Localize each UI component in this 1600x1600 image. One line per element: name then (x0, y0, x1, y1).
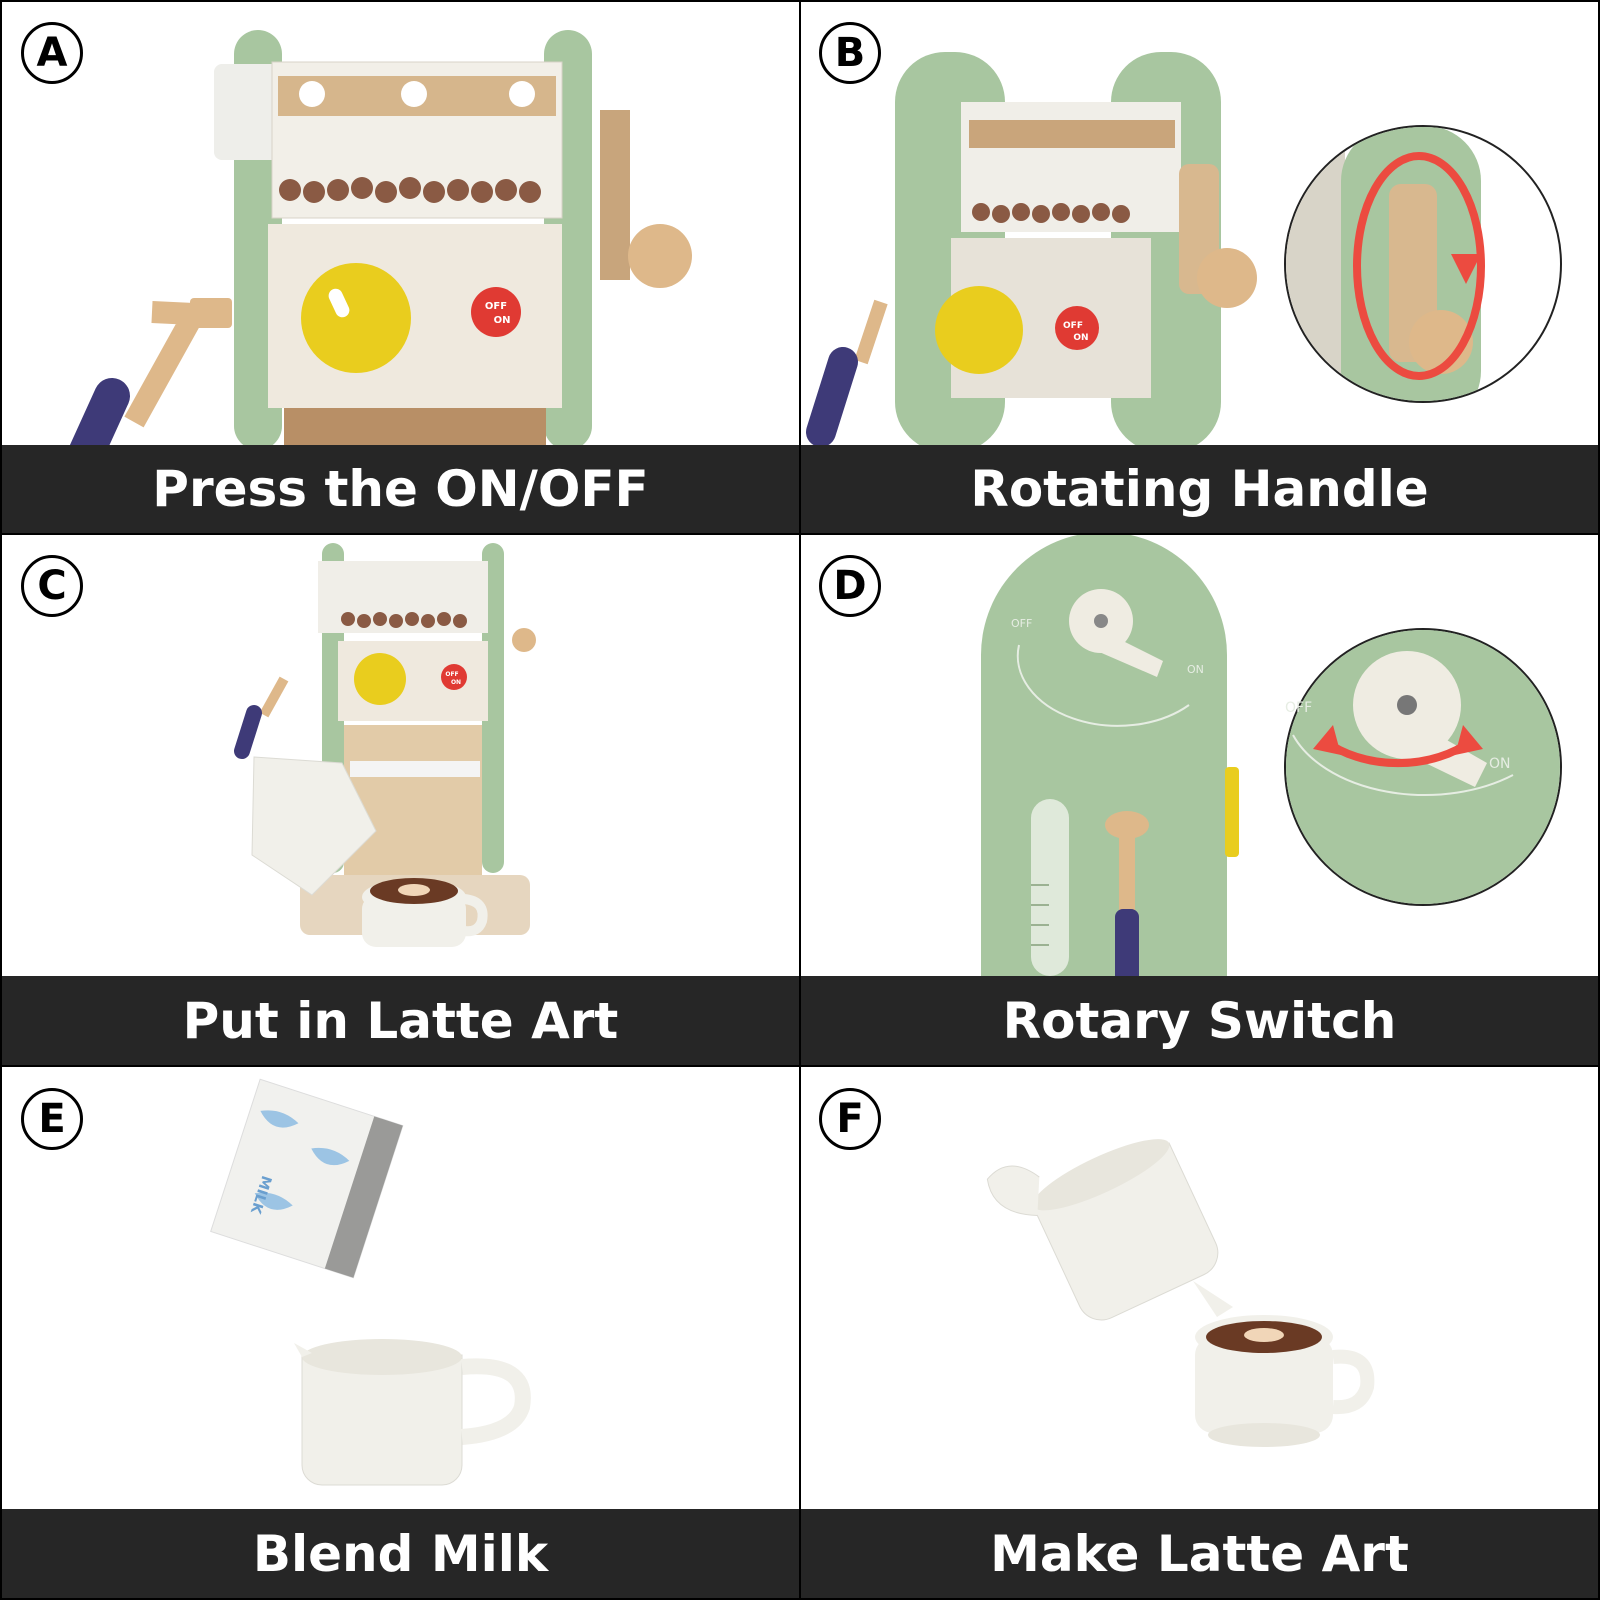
machine-handle-closeup-illustration: OFF ON (806, 52, 1562, 445)
button-label-on: ON (494, 315, 511, 326)
rotary-switch-closeup-illustration: OFF ON OFF ON (981, 535, 1562, 976)
panel-f: F Make Latte Art (801, 1067, 1598, 1598)
pitcher-and-latte-cup-illustration (986, 1139, 1375, 1447)
step-caption: Blend Milk (2, 1509, 799, 1598)
step-letter-badge: D (819, 555, 881, 617)
machine-with-pitcher-illustration: OFF ON (234, 543, 536, 947)
step-letter-badge: E (21, 1088, 83, 1150)
step-letter-badge: A (21, 22, 83, 84)
panel-e: MILK E Blend Milk (2, 1067, 799, 1598)
step-letter-badge: F (819, 1088, 881, 1150)
switch-label-on: ON (1187, 663, 1204, 676)
button-label-off: OFF (1063, 321, 1083, 331)
inset-switch-label-on: ON (1489, 756, 1511, 772)
step-caption: Rotating Handle (801, 445, 1598, 533)
panel-b: OFF ON B Rotating Handle (801, 2, 1598, 533)
panel-d: OFF ON OFF ON D Rotary Swi (801, 535, 1598, 1065)
step-caption: Make Latte Art (801, 1509, 1598, 1598)
inset-switch-label-off: OFF (1285, 700, 1312, 716)
button-label-off: OFF (485, 301, 507, 312)
panel-a: OFF ON A Press the ON/OFF (2, 2, 799, 533)
step-letter-badge: C (21, 555, 83, 617)
machine-front-closeup-illustration: OFF ON (69, 30, 692, 445)
step-caption: Press the ON/OFF (2, 445, 799, 533)
step-caption: Put in Latte Art (2, 976, 799, 1065)
button-label-on: ON (451, 679, 461, 686)
panel-c: OFF ON C Put in Latte Art (2, 535, 799, 1065)
button-label-off: OFF (445, 671, 458, 678)
milk-carton-and-pitcher-illustration: MILK (210, 1078, 531, 1486)
switch-label-off: OFF (1011, 617, 1032, 630)
button-label-on: ON (1073, 333, 1088, 343)
step-letter-badge: B (819, 22, 881, 84)
step-caption: Rotary Switch (801, 976, 1598, 1065)
